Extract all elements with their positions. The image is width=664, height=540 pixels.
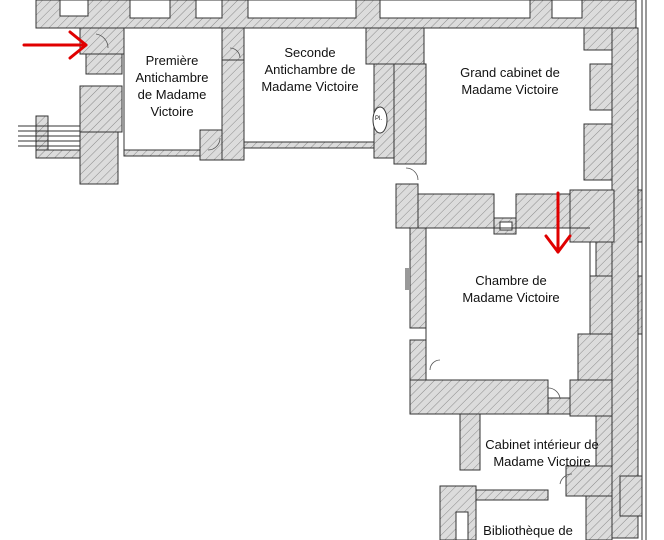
room-label-premiere-antichambre: Première Antichambre de Madame Victoire	[135, 53, 209, 119]
stove-symbol	[372, 106, 388, 134]
middle-band-recess	[499, 221, 513, 231]
exterior-right	[619, 189, 643, 517]
wall-right-grand	[583, 27, 639, 539]
room-label-grand-cabinet: Grand cabinet de Madame Victoire	[460, 65, 560, 97]
top-window-recesses	[59, 0, 583, 19]
bibliotheque-recess	[455, 511, 469, 540]
room-label-chambre: Chambre de Madame Victoire	[462, 273, 560, 305]
wall-seconde-grand	[365, 27, 425, 65]
stove-label: Pl.	[375, 116, 383, 122]
exterior-lines	[641, 0, 647, 540]
room-label-cabinet-interieur: Cabinet intérieur de Madame Victoire	[485, 437, 599, 469]
door-swings	[95, 33, 573, 485]
wall-left-chambre-thin	[405, 268, 409, 290]
arrow-down-icon	[544, 191, 572, 254]
wall-right-chambre	[569, 241, 613, 417]
room-label-seconde-antichambre: Seconde Antichambre de Madame Victoire	[261, 45, 359, 94]
stairs-left	[18, 125, 80, 150]
wall-left-chambre	[409, 227, 427, 381]
arrow-right-icon	[22, 30, 88, 60]
wall-bottom-seconde	[243, 63, 427, 165]
room-label-bibliotheque: Bibliothèque de	[483, 523, 573, 538]
wall-middle-band	[395, 183, 615, 243]
wall-premiere-seconde	[221, 27, 245, 161]
room-outlines	[123, 28, 591, 470]
wall-bottom-chambre	[409, 379, 571, 415]
wall-bottom-premiere	[123, 129, 223, 161]
